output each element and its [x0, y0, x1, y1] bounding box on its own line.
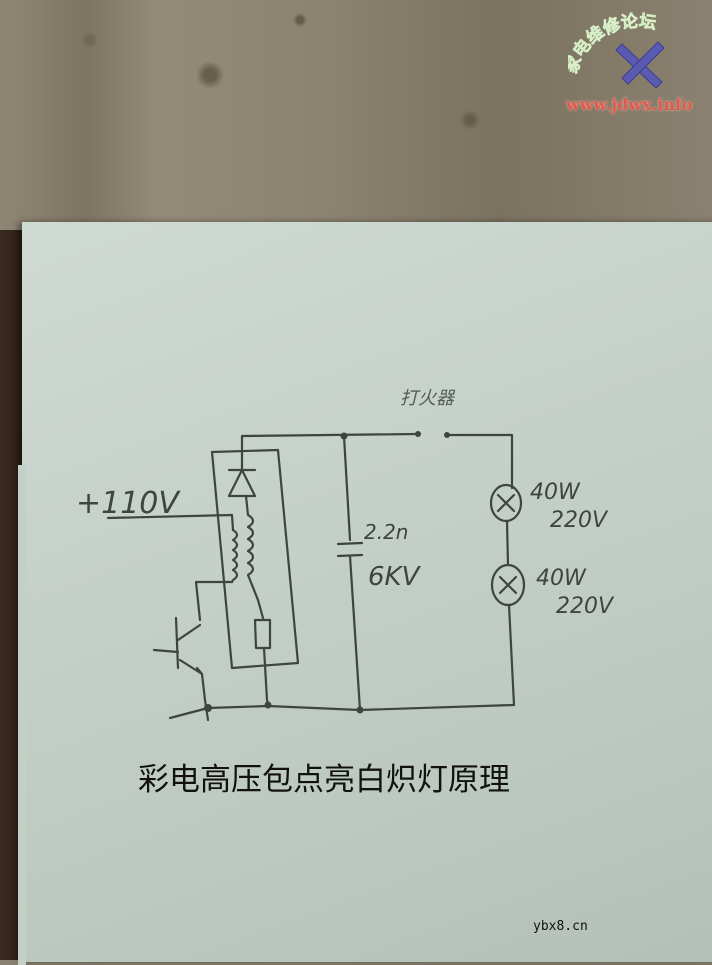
- lamp-1-power-label: 40W: [530, 480, 580, 505]
- site-watermark: ybx8.cn: [533, 919, 588, 934]
- paper-sheet: [22, 222, 712, 962]
- lamp-1-voltage-label: 220V: [550, 508, 608, 533]
- forum-url-watermark: www.jdwx.info: [566, 95, 693, 114]
- paper-edge: [18, 465, 26, 965]
- lamp-2-power-label: 40W: [536, 566, 586, 591]
- capacitor-value-label: 2.2n: [364, 520, 409, 544]
- lamp-2-voltage-label: 220V: [556, 594, 614, 619]
- capacitor-voltage-label: 6KV: [368, 562, 420, 592]
- spark-gap-label: 打火器: [400, 388, 454, 409]
- supply-voltage-label: +110V: [76, 486, 179, 521]
- forum-logo-watermark: 家电维修论坛: [568, 12, 665, 89]
- wrench-cross-icon: [615, 41, 665, 89]
- diagram-caption: 彩电高压包点亮白炽灯原理: [138, 762, 510, 798]
